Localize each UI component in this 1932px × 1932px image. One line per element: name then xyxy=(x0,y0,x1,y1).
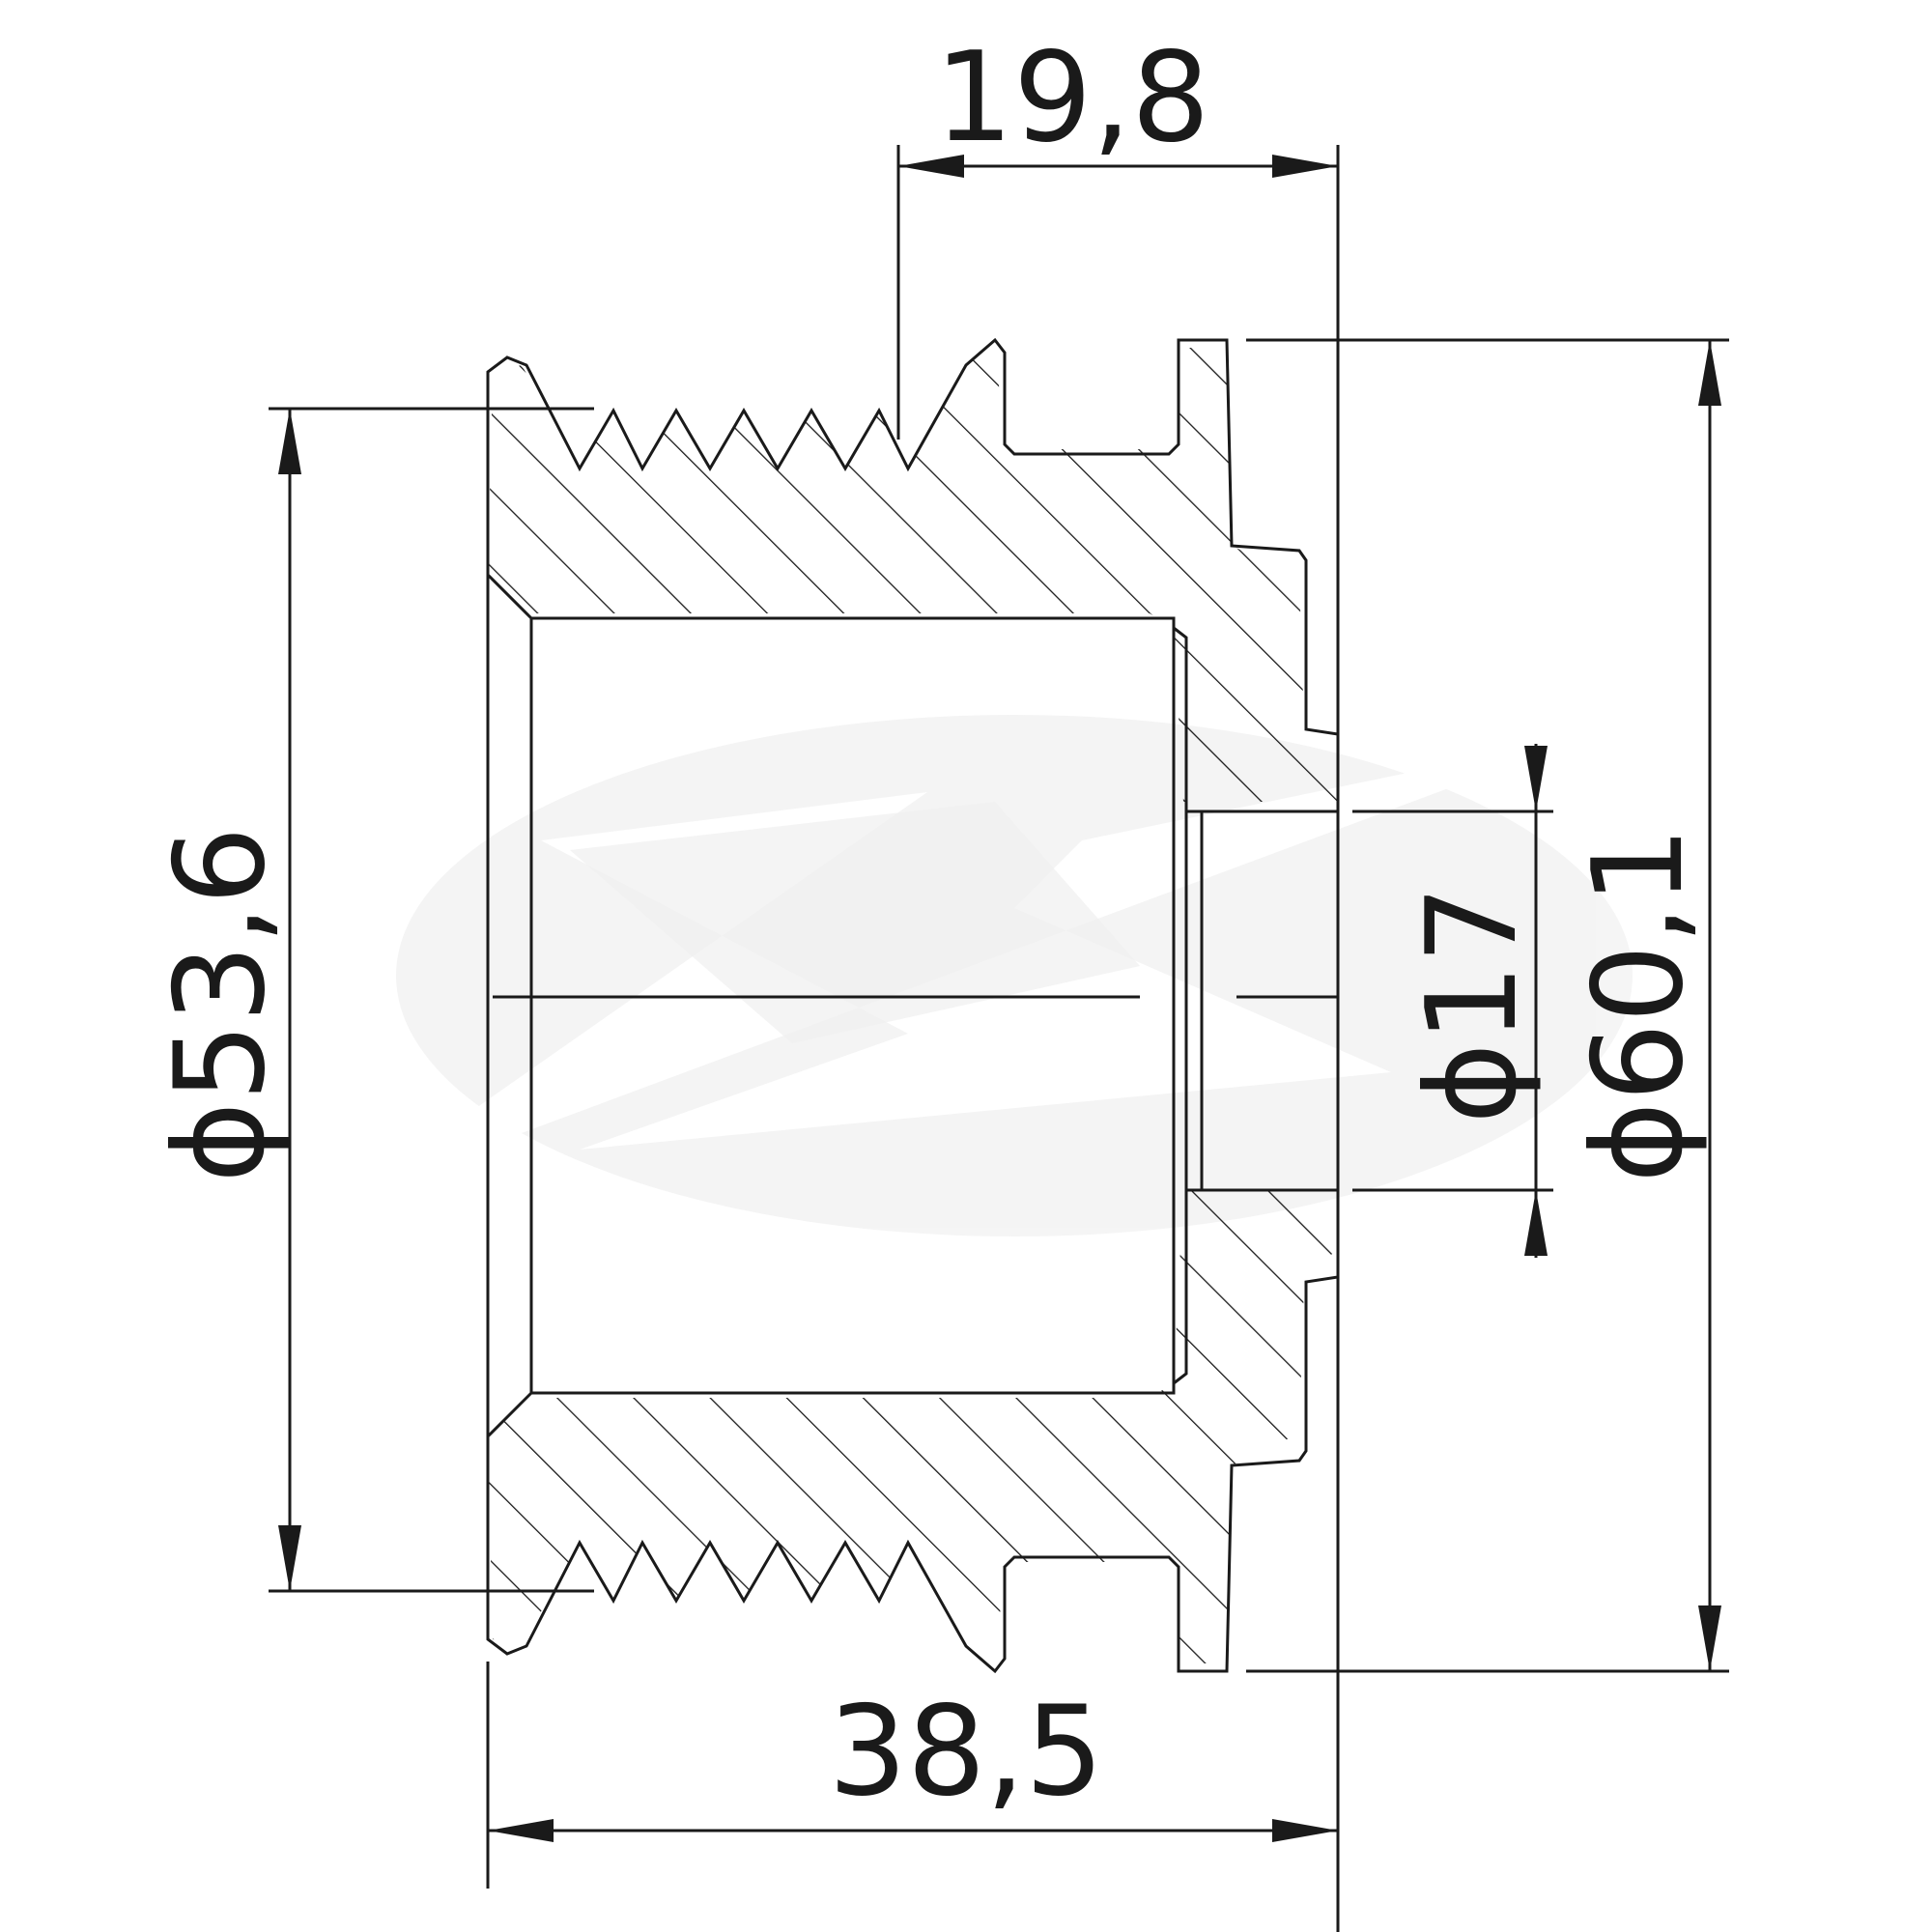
bore-cavity xyxy=(529,616,1176,1395)
dimension-left-diameter: ϕ53,6 xyxy=(149,407,594,1593)
pulley-outline-bottom xyxy=(486,1246,1340,1674)
bore-chamfer-bottom xyxy=(486,1391,533,1438)
label-top-width: 19,8 xyxy=(935,26,1210,170)
dimension-outer-diameter: ϕ60,1 xyxy=(1246,338,1729,1673)
bore-chamfer-top xyxy=(486,573,533,620)
dimension-total-length: 38,5 xyxy=(486,1662,1338,1889)
label-total-length: 38,5 xyxy=(829,1680,1104,1824)
label-bore-diameter: ϕ17 xyxy=(1401,885,1545,1123)
swirl-logo-watermark xyxy=(348,715,1633,1236)
dimension-bore-diameter: ϕ17 xyxy=(1352,744,1553,1258)
dimension-top-width: 19,8 xyxy=(896,26,1340,1932)
label-outer-diameter: ϕ60,1 xyxy=(1567,826,1711,1182)
label-left-diameter: ϕ53,6 xyxy=(149,826,293,1182)
pulley-outline-top xyxy=(486,337,1340,1536)
